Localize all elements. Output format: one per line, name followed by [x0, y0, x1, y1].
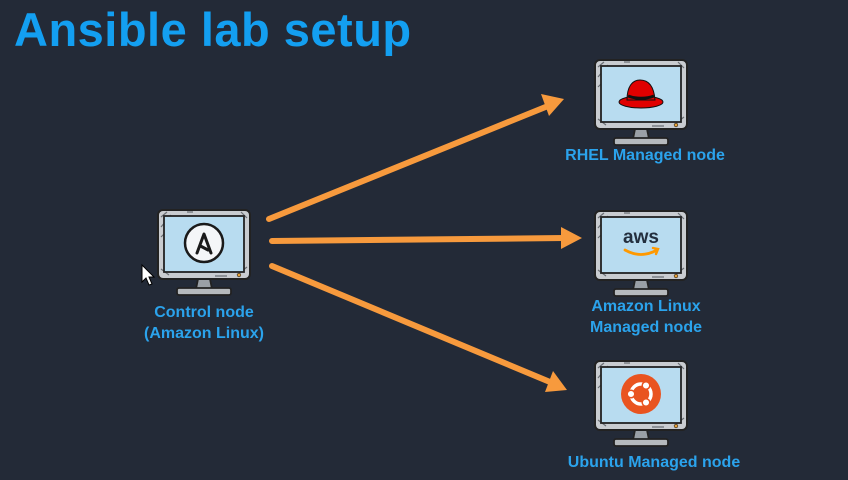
aws-icon-text: aws [623, 227, 659, 248]
arrow-to-rhel [266, 103, 551, 222]
amazon-node-label-line1: Amazon Linux [591, 298, 701, 315]
arrow-to-amazon-head [561, 227, 582, 249]
arrow-to-ubuntu-head [545, 371, 567, 392]
ubuntu-node-label: Ubuntu Managed node [544, 452, 764, 473]
arrows [266, 94, 582, 392]
mouse-cursor-icon [141, 263, 156, 286]
amazon-node-monitor[interactable]: aws [594, 210, 688, 297]
arrow-to-rhel-head [541, 94, 564, 116]
control-node-monitor[interactable] [157, 209, 251, 296]
control-node-label-line2: (Amazon Linux) [144, 325, 264, 342]
page-title: Ansible lab setup [14, 3, 412, 56]
control-node-label-line1: Control node [154, 304, 254, 321]
arrow-to-ubuntu [269, 263, 553, 385]
ansible-icon [183, 222, 225, 264]
rhel-node-label: RHEL Managed node [535, 145, 755, 166]
rhel-node-label-line1: RHEL Managed node [565, 147, 725, 164]
ubuntu-node-monitor[interactable] [594, 360, 688, 447]
ubuntu-icon [621, 374, 661, 414]
redhat-icon [618, 79, 664, 109]
amazon-node-label-line2: Managed node [589, 319, 702, 336]
aws-icon: aws [623, 227, 660, 256]
arrow-to-amazon [269, 235, 567, 244]
ubuntu-node-label-line1: Ubuntu Managed node [567, 454, 741, 471]
amazon-node-label: Amazon Linux Managed node [536, 296, 756, 338]
rhel-node-monitor[interactable] [594, 59, 688, 146]
control-node-label: Control node (Amazon Linux) [104, 302, 304, 344]
